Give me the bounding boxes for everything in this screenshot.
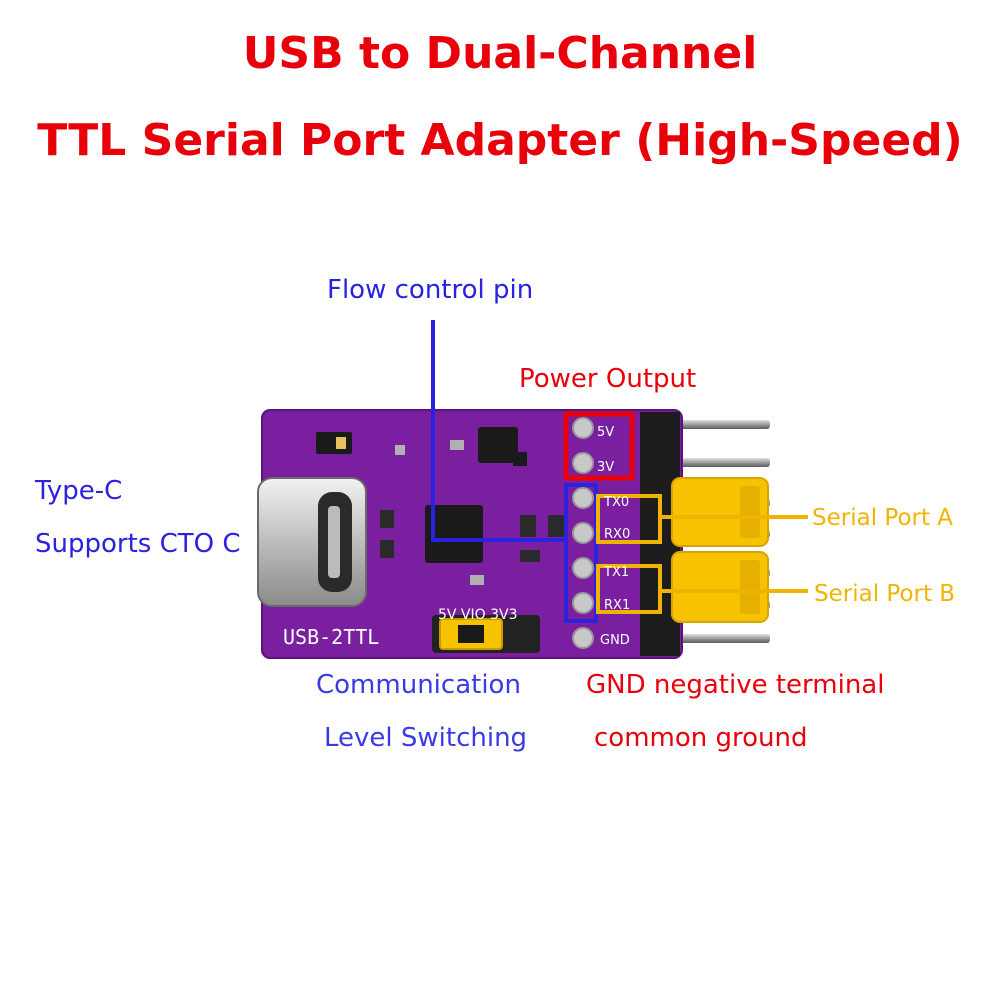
callout-serial-a: Serial Port A: [812, 505, 954, 531]
pin-3v: [655, 458, 770, 467]
pin-5v: [655, 420, 770, 429]
silkscreen-jumper-labels: 5V VIO 3V3: [438, 607, 518, 623]
silkscreen-usb2ttl: USB-2TTL: [283, 625, 380, 649]
flow-control-bracket: [564, 483, 598, 623]
pin-label-5v: 5V: [597, 425, 615, 440]
power-output-box: [563, 411, 635, 481]
led: [316, 432, 352, 454]
callout-gnd-line2: common ground: [594, 723, 808, 753]
callout-power-output: Power Output: [519, 364, 697, 394]
main-ic: [425, 505, 483, 563]
title-line-1: USB to Dual-Channel: [242, 28, 758, 79]
callout-supports: Supports CTO C: [35, 529, 241, 559]
callout-comm-line2: Level Switching: [324, 723, 528, 753]
pin-label-gnd: GND: [600, 633, 630, 648]
callout-comm-line1: Communication: [316, 670, 521, 700]
title-line-2: TTL Serial Port Adapter (High-Speed): [37, 115, 963, 166]
flow-control-leader: [431, 320, 566, 542]
callout-serial-b: Serial Port B: [814, 581, 956, 607]
usb-c-connector: [257, 477, 367, 607]
regulator-ic: [478, 427, 518, 463]
pin-gnd: [655, 634, 770, 643]
pin-label-rx1: RX1: [604, 598, 631, 613]
serial-jumpers: [671, 477, 769, 623]
callout-gnd-line1: GND negative terminal: [586, 670, 885, 700]
callout-type-c: Type-C: [35, 476, 123, 506]
pin-label-rx0: RX0: [604, 527, 631, 542]
pin-label-3v: 3V: [597, 460, 615, 475]
callout-flow-control: Flow control pin: [327, 275, 534, 305]
pin-label-tx1: TX1: [604, 565, 630, 580]
pin-label-tx0: TX0: [604, 495, 630, 510]
